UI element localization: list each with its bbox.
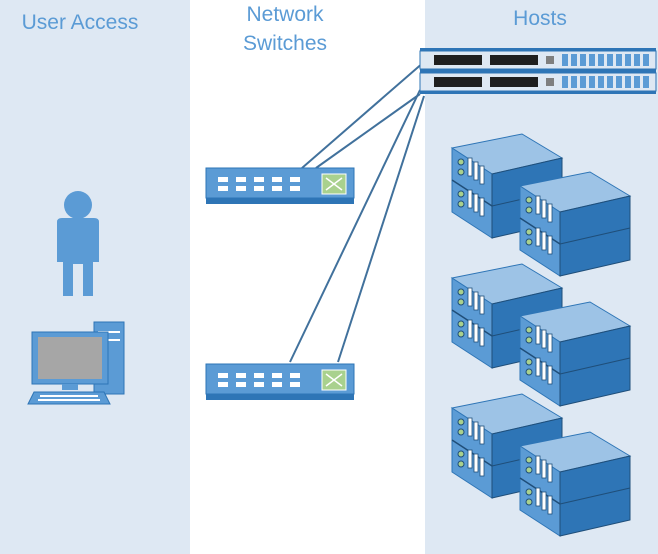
network-switch-icon: [205, 167, 355, 205]
connection-line: [315, 93, 421, 169]
server-icon: [519, 301, 631, 407]
hosts-title: Hosts: [513, 7, 567, 30]
user-access-title: User Access: [21, 11, 139, 34]
network-switches-title-line1: Network: [246, 3, 324, 26]
person-icon: [57, 191, 99, 296]
user-access-panel: [0, 0, 190, 554]
server-icon: [519, 431, 631, 537]
connection-line: [289, 89, 421, 363]
connection-line: [337, 95, 425, 363]
network-switches-title: Network Switches: [210, 0, 360, 58]
desktop-computer-icon: [27, 321, 125, 405]
network-switches-title-line2: Switches: [242, 32, 328, 55]
connection-lines: [289, 61, 425, 363]
rack-switch-icon: [419, 48, 657, 94]
network-switch-icon: [205, 363, 355, 401]
connection-line: [301, 61, 425, 169]
network-switches-panel: [190, 0, 425, 554]
server-icon: [519, 171, 631, 277]
